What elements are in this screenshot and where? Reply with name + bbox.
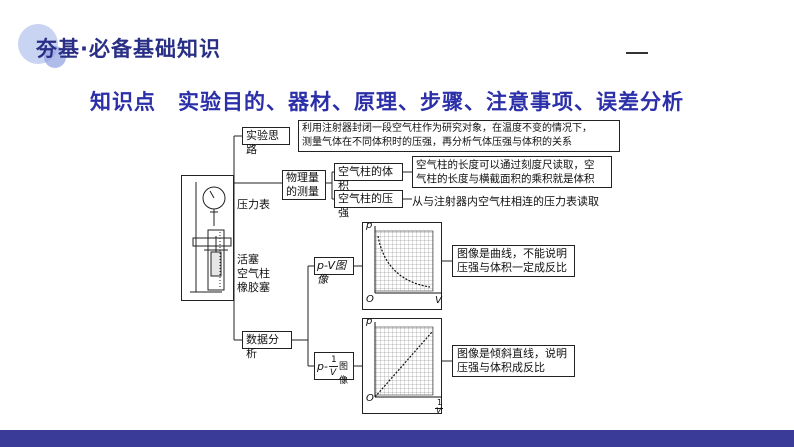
pv-curve (377, 235, 431, 288)
pinv-x-den: V (436, 406, 442, 415)
pinv-label-num: 1 (331, 355, 337, 365)
pressure-text: 从与注射器内空气柱相连的压力表读取 (412, 195, 599, 208)
volume-text-line-1: 空气柱的长度可以通过刻度尺读取，空 (416, 159, 595, 171)
pinv-label-p: p- (317, 360, 328, 373)
pv-y-axis-label: p (366, 220, 373, 231)
decor-circle-small (44, 46, 66, 68)
pinv-line (374, 331, 433, 398)
volume-text-box: 空气柱的长度可以通过刻度尺读取，空 气柱的长度与横截面积的乘积就是体积 (412, 156, 612, 188)
header-background (0, 0, 794, 88)
volume-text-line-2: 气柱的长度与横截面积的乘积就是体积 (416, 173, 595, 185)
pv-text-line-1: 图像是曲线，不能说明 (457, 247, 567, 260)
pv-text-box: 图像是曲线，不能说明 压强与体积一定成反比 (452, 245, 575, 277)
piston-label: 活塞 (237, 253, 259, 266)
pinv-origin-label: O (366, 393, 374, 404)
pv-grid (374, 230, 434, 292)
pv-origin-label: O (366, 294, 374, 305)
pinv-label-suffix: 图像 (339, 362, 349, 386)
idea-text-box: 利用注射器封闭一段空气柱作为研究对象，在温度不变的情况下， 测量气体在不同体积时… (298, 120, 620, 152)
pinv-y-axis-label: p (366, 316, 373, 327)
data-label: 数据分析 (246, 333, 279, 360)
pv-label-box: p-V图像 (314, 257, 354, 286)
pv-text-line-2: 压强与体积一定成反比 (457, 261, 567, 274)
air-column-label: 空气柱 (237, 267, 270, 280)
pinv-x-num: 1 (437, 398, 443, 407)
pinv-text-line-1: 图像是倾斜直线，说明 (457, 347, 567, 360)
pv-label: p-V图像 (317, 259, 347, 286)
volume-label-box: 空气柱的体积 (334, 163, 403, 192)
pinv-grid (374, 326, 434, 396)
gauge-label: 压力表 (237, 198, 270, 211)
pinv-label-box: p- 1 V 图像 (314, 352, 354, 386)
idea-text-line-1: 利用注射器封闭一段空气柱作为研究对象，在温度不变的情况下， (302, 123, 592, 134)
header-line (626, 52, 648, 54)
pv-x-axis-label: V (435, 295, 442, 306)
header-title: 夯基·必备基础知识 (36, 37, 221, 61)
measure-label-line-1: 物理量 (286, 171, 319, 184)
idea-label-box: 实验思路 (242, 127, 290, 156)
footer-bar (0, 430, 794, 447)
volume-label: 空气柱的体积 (338, 165, 393, 192)
pressure-label: 空气柱的压强 (338, 192, 393, 219)
pinv-x-bar (435, 408, 443, 409)
idea-label: 实验思路 (246, 129, 279, 156)
pinv-text-box: 图像是倾斜直线，说明 压强与体积成反比 (452, 345, 575, 377)
pinv-label-bar (329, 366, 338, 367)
pinv-label-den: V (330, 368, 337, 378)
pressure-label-box: 空气柱的压强 (334, 190, 403, 219)
pinv-text-line-2: 压强与体积成反比 (457, 361, 545, 374)
rubber-plug-label: 橡胶塞 (237, 281, 270, 294)
idea-text-line-2: 测量气体在不同体积时的压强，再分析气体压强与体积的关系 (302, 137, 572, 148)
measure-label-line-2: 的测量 (286, 185, 319, 198)
measure-label-box: 物理量 的测量 (282, 170, 326, 200)
data-label-box: 数据分析 (242, 331, 292, 360)
section-title: 知识点 实验目的、器材、原理、步骤、注意事项、误差分析 (90, 90, 684, 114)
